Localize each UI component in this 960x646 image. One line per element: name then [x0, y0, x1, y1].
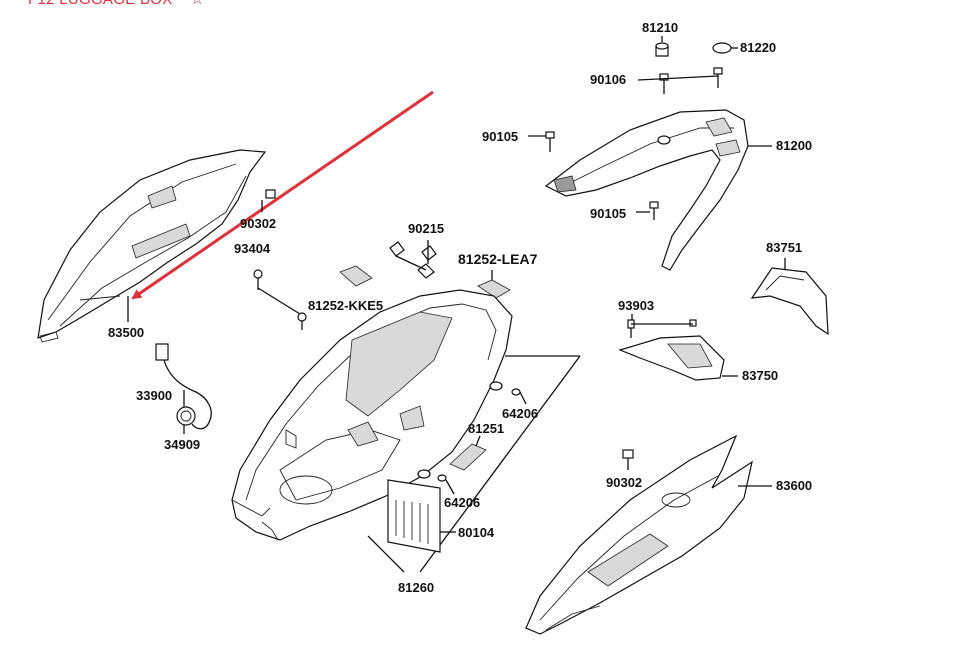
left-side-cover-83500 [37, 149, 267, 343]
page-title: F12 LUGGAGE BOX [28, 0, 173, 8]
part-label-90215: 90215 [408, 221, 445, 236]
part-label-93404: 93404 [234, 241, 271, 256]
bracket-81260 [367, 355, 581, 573]
rubber-64206-lower [417, 469, 431, 479]
part-label-81220: 81220 [740, 40, 777, 55]
luggage-box-body [231, 289, 513, 541]
part-label-80104: 80104 [458, 525, 495, 540]
bolt-90105-lower [636, 201, 659, 220]
part-label-33900: 33900 [136, 388, 173, 403]
part-label-93903: 93903 [618, 298, 655, 313]
rubber-64206-top [489, 381, 503, 391]
bolts-90106 [637, 67, 723, 94]
cap-81220 [712, 42, 732, 54]
bulb-34909 [176, 406, 196, 426]
part-label-83500: 83500 [108, 325, 145, 340]
part-label-90106: 90106 [590, 72, 627, 87]
part-label-90105-lower: 90105 [590, 206, 627, 221]
clip-90302-left [265, 189, 276, 199]
part-81251 [449, 443, 487, 471]
bolt-90105-upper [528, 131, 555, 152]
part-label-81200: 81200 [776, 138, 813, 153]
plate-80104 [387, 479, 456, 553]
part-label-81210: 81210 [642, 20, 679, 35]
part-label-90105-upper: 90105 [482, 129, 519, 144]
part-label-81252-kke5: 81252-KKE5 [308, 298, 384, 313]
part-label-81251: 81251 [468, 421, 505, 436]
star-outline-icon[interactable]: ☆ [190, 0, 204, 8]
part-label-83600: 83600 [776, 478, 813, 493]
bracket-83751 [750, 258, 829, 336]
part-label-81260: 81260 [398, 580, 435, 595]
right-side-cover-83600 [525, 434, 753, 635]
part-label-81252-lea7: 81252-LEA7 [458, 251, 538, 267]
part-label-64206-lower: 64206 [444, 495, 481, 510]
part-label-90302-left: 90302 [240, 216, 277, 231]
part-label-83751: 83751 [766, 240, 803, 255]
strip-81252-kke5 [339, 265, 373, 287]
screws-93404 [253, 269, 307, 330]
clip-90302-right [622, 449, 634, 459]
cover-83750 [618, 335, 738, 381]
strip-81252-lea7 [477, 279, 511, 299]
light-wire-33900 [155, 343, 212, 430]
screws-93903 [627, 314, 697, 338]
nuts-90215 [389, 240, 437, 279]
part-label-90302-right: 90302 [606, 475, 643, 490]
part-label-64206-top: 64206 [502, 406, 539, 421]
red-pointer-arrow [131, 90, 434, 300]
part-label-83750: 83750 [742, 368, 779, 383]
rear-carrier-81200 [544, 109, 749, 271]
part-label-34909: 34909 [164, 437, 201, 452]
